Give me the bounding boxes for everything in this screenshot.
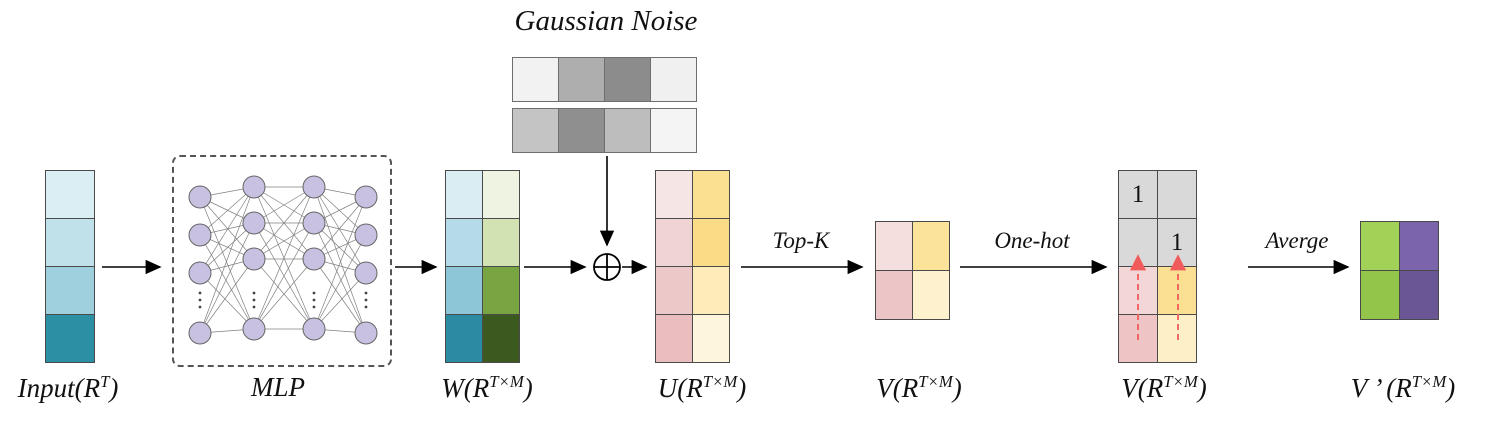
noise-matrix-row-2 xyxy=(512,108,697,153)
w-cell xyxy=(482,266,520,315)
v-prime-cell xyxy=(1360,221,1400,271)
u-cell xyxy=(692,266,730,315)
mlp-network-diagram xyxy=(188,175,378,345)
noise-cell xyxy=(558,57,605,102)
u-cell xyxy=(692,170,730,219)
input-column xyxy=(45,170,95,363)
noise-cell xyxy=(604,57,651,102)
w-cell xyxy=(445,314,483,363)
v-topk-cell xyxy=(875,270,913,320)
v-prime-column-2 xyxy=(1399,221,1439,320)
v-onehot-column-2: 1 xyxy=(1157,170,1197,363)
mlp-label: MLP xyxy=(251,372,305,402)
u-cell xyxy=(655,170,693,219)
v-onehot-tensor: 1 1 xyxy=(1118,170,1197,363)
v-prime-label: V ’ (RT×M) xyxy=(1350,372,1456,403)
u-cell xyxy=(655,314,693,363)
u-cell xyxy=(655,266,693,315)
w-column-1 xyxy=(445,170,483,363)
average-label: Averge xyxy=(1265,228,1329,253)
v-onehot-cell xyxy=(1157,314,1197,363)
gaussian-noise-title: Gaussian Noise xyxy=(514,5,698,37)
input-label: Input(RT) xyxy=(17,372,119,403)
v-onehot-cell xyxy=(1157,170,1197,219)
u-column-2 xyxy=(692,170,730,363)
v-topk-cell xyxy=(912,270,950,320)
v-topk-label: V(RT×M) xyxy=(876,372,962,403)
w-cell xyxy=(482,170,520,219)
v-topk-tensor xyxy=(875,221,950,320)
u-cell xyxy=(692,314,730,363)
u-column-1 xyxy=(655,170,693,363)
v-onehot-cell xyxy=(1118,218,1158,267)
v-prime-cell xyxy=(1399,270,1439,320)
input-cell xyxy=(45,266,95,315)
w-cell xyxy=(482,218,520,267)
v-onehot-cell xyxy=(1157,266,1197,315)
u-tensor xyxy=(655,170,730,363)
noise-cell xyxy=(650,57,697,102)
input-tensor xyxy=(45,170,95,363)
v-onehot-cell-one: 1 xyxy=(1157,218,1197,267)
w-label: W(RT×M) xyxy=(441,372,533,403)
w-tensor xyxy=(445,170,520,363)
w-cell xyxy=(482,314,520,363)
v-prime-cell xyxy=(1399,221,1439,271)
input-cell xyxy=(45,218,95,267)
input-cell xyxy=(45,314,95,363)
u-label: U(RT×M) xyxy=(657,372,747,403)
noise-cell xyxy=(558,108,605,153)
v-onehot-cell xyxy=(1118,266,1158,315)
u-cell xyxy=(692,218,730,267)
mlp-box xyxy=(172,155,392,367)
v-topk-column-2 xyxy=(912,221,950,320)
topk-label: Top-K xyxy=(772,228,830,253)
sum-plus-symbol xyxy=(593,253,621,281)
w-column-2 xyxy=(482,170,520,363)
v-prime-cell xyxy=(1360,270,1400,320)
v-topk-column-1 xyxy=(875,221,913,320)
v-prime-column-1 xyxy=(1360,221,1400,320)
noise-cell xyxy=(512,57,559,102)
w-cell xyxy=(445,218,483,267)
v-prime-tensor xyxy=(1360,221,1439,320)
w-cell xyxy=(445,170,483,219)
v-onehot-cell xyxy=(1118,314,1158,363)
v-onehot-column-1: 1 xyxy=(1118,170,1158,363)
v-onehot-cell-one: 1 xyxy=(1118,170,1158,219)
w-cell xyxy=(445,266,483,315)
noise-cell xyxy=(512,108,559,153)
input-cell xyxy=(45,170,95,219)
v-topk-cell xyxy=(912,221,950,271)
v-topk-cell xyxy=(875,221,913,271)
u-cell xyxy=(655,218,693,267)
v-onehot-label: V(RT×M) xyxy=(1121,372,1207,403)
noise-cell xyxy=(604,108,651,153)
onehot-label: One-hot xyxy=(994,228,1070,253)
noise-matrix-row-1 xyxy=(512,57,697,102)
noise-cell xyxy=(650,108,697,153)
